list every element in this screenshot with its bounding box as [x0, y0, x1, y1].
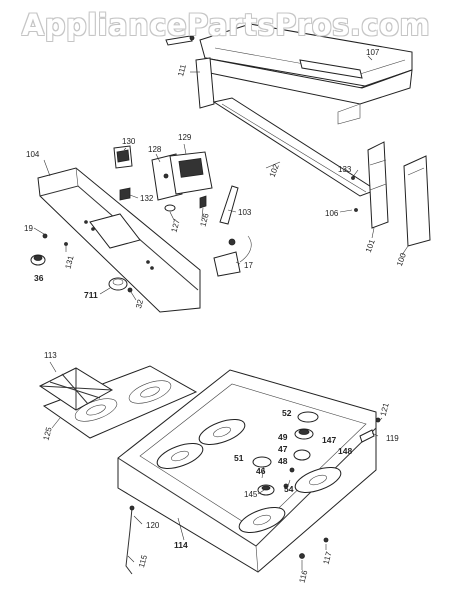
callout-120: 120 [146, 521, 160, 530]
callout-117: 117 [322, 550, 334, 565]
callout-49: 49 [278, 432, 288, 442]
callout-128: 128 [148, 145, 162, 154]
callout-48: 48 [278, 456, 288, 466]
callout-129: 129 [178, 133, 192, 142]
leader-lines [33, 55, 409, 570]
callout-115: 115 [137, 553, 149, 568]
callout-111: 111 [176, 63, 188, 78]
callout-145: 145 [244, 490, 258, 499]
callout-104: 104 [26, 150, 40, 159]
callout-127: 127 [170, 218, 182, 234]
backguard-assembly [165, 23, 431, 247]
callout-47: 47 [278, 444, 288, 454]
callout-148: 148 [338, 446, 352, 456]
cooktop [117, 369, 381, 575]
callout-132: 132 [140, 194, 154, 203]
callout-labels: 100 101 102 103 104 106 107 111 113 114 … [24, 48, 408, 584]
callout-51: 51 [234, 453, 244, 463]
callout-125: 125 [42, 426, 54, 442]
callout-17: 17 [244, 261, 253, 270]
callout-107: 107 [366, 48, 380, 57]
callout-106: 106 [325, 209, 339, 218]
control-panel [30, 167, 201, 313]
callout-116: 116 [297, 569, 309, 584]
callout-711: 711 [84, 290, 98, 300]
callout-133: 133 [338, 165, 352, 174]
callout-121: 121 [379, 401, 391, 417]
callout-54: 54 [284, 484, 294, 494]
callout-147: 147 [322, 435, 336, 445]
callout-119: 119 [386, 434, 399, 443]
callout-52: 52 [282, 408, 292, 418]
callout-32: 32 [134, 298, 145, 309]
grate-and-drip-pan [39, 365, 198, 439]
callout-131: 131 [63, 254, 75, 270]
callout-36: 36 [34, 273, 44, 283]
clock-timer-parts [113, 145, 252, 277]
callout-102: 102 [268, 162, 281, 178]
callout-100: 100 [395, 251, 408, 267]
callout-19: 19 [24, 224, 33, 233]
callout-113: 113 [44, 351, 57, 360]
callout-130: 130 [122, 137, 136, 146]
callout-101: 101 [364, 238, 377, 254]
callout-103: 103 [238, 208, 252, 217]
callout-46: 46 [256, 466, 266, 476]
callout-126: 126 [199, 212, 211, 228]
callout-114: 114 [174, 540, 188, 550]
